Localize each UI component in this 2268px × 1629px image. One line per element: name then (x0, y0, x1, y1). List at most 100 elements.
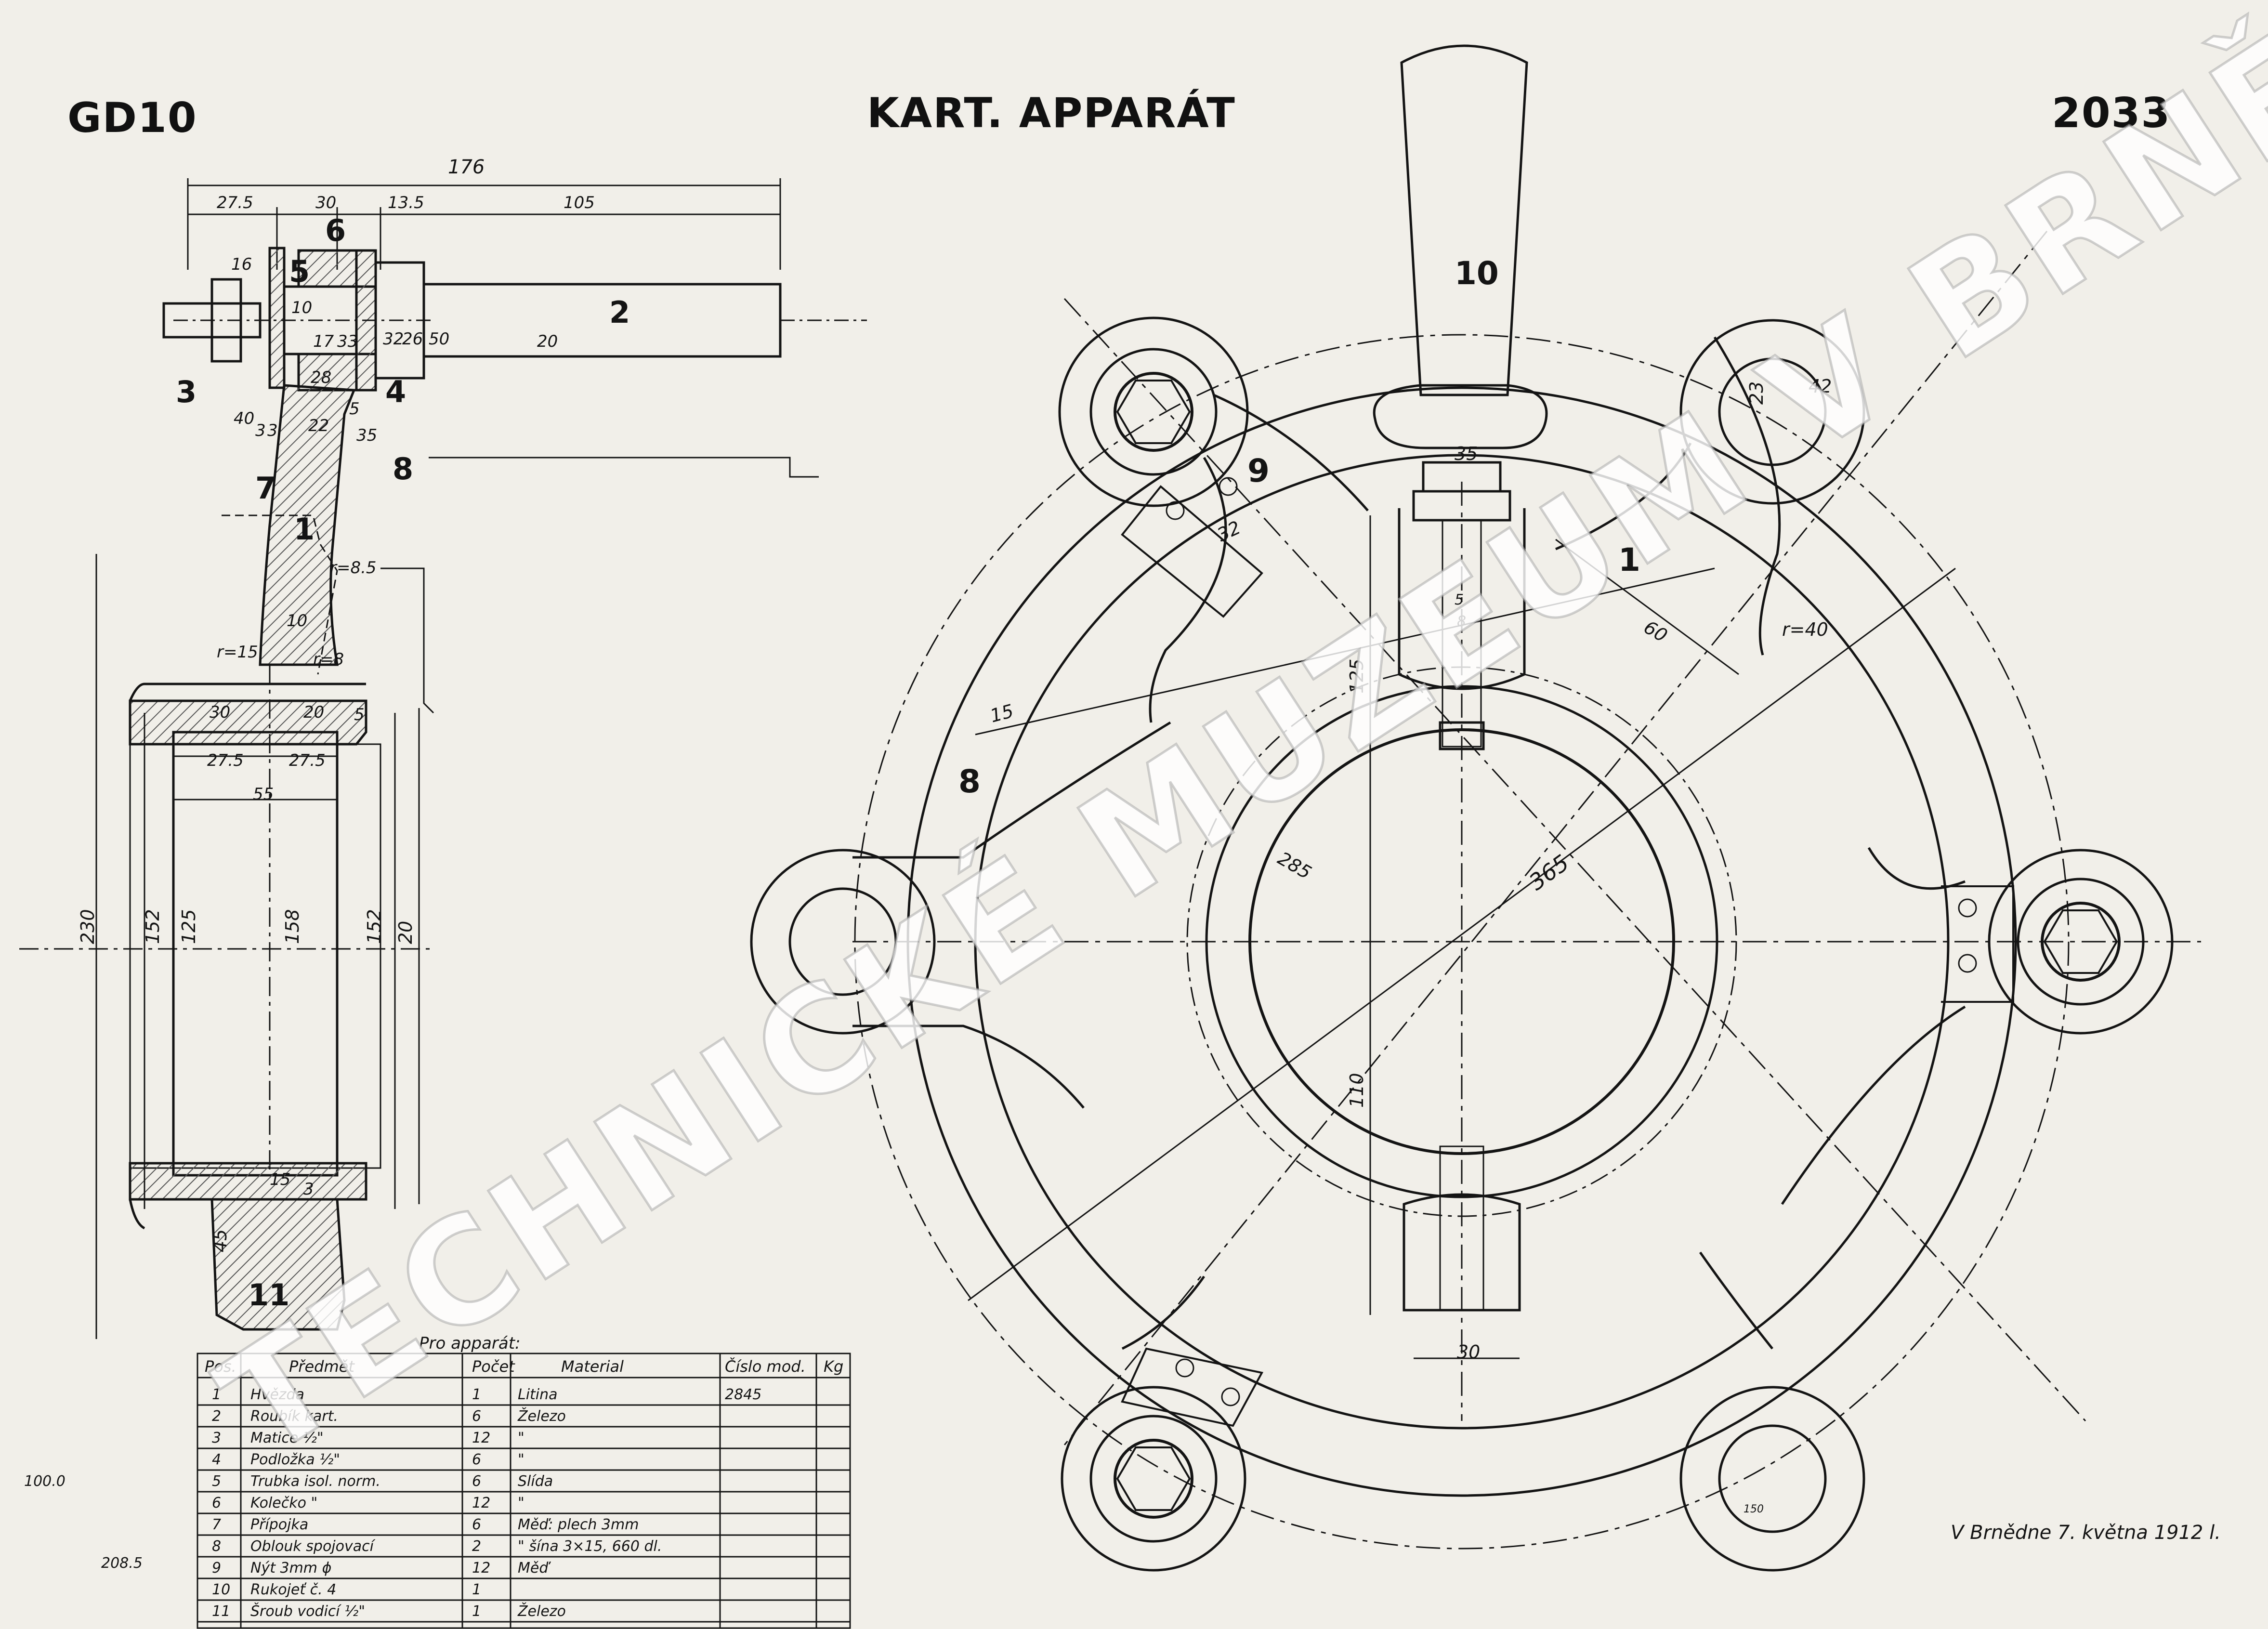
table-cell-item: Podložka ½" (250, 1451, 340, 1468)
dim-30b: 30 (210, 703, 230, 722)
dim-33: 33 (337, 332, 358, 351)
label-pos-7: 7 (255, 471, 276, 506)
dim-15: 15 (988, 700, 1016, 727)
table-cell-material: " šína 3×15, 660 dl. (518, 1538, 662, 1555)
dim-15: 15 (270, 1170, 290, 1189)
dim-28: 28 (311, 368, 331, 387)
dim-23: 23 (1746, 381, 1767, 405)
date-signature: V Brnědne 7. května 1912 l. (1951, 1522, 2221, 1544)
dim-16: 16 (231, 255, 252, 274)
table-cell-pos: 8 (212, 1538, 221, 1555)
dim-42: 42 (1809, 376, 1832, 397)
table-cell-count: 1 (472, 1581, 481, 1598)
dim-27-5c: 27.5 (289, 751, 326, 770)
dim-152b: 152 (364, 909, 385, 944)
drawing-code: GD10 (67, 94, 197, 142)
dim-125: 125 (178, 909, 199, 944)
dim-10: 10 (291, 298, 312, 317)
front-view-dimensions: 35 5 8 125 110 30 32 15 285 365 60 r=40 … (988, 376, 1832, 1515)
front-view (750, 44, 2201, 1572)
dim-r40: r=40 (1782, 619, 1828, 640)
table-cell-item: Oblouk spojovací (250, 1538, 376, 1555)
dim-125: 125 (1346, 658, 1367, 694)
table-row: 2 Roubík kart. 6 Železo (212, 1407, 566, 1425)
table-cell-count: 6 (472, 1408, 481, 1425)
dim-r8: r=8 (313, 650, 344, 669)
table-cell-count: 12 (472, 1495, 490, 1511)
table-cell-pos: 11 (212, 1603, 230, 1620)
table-header-cell: Předmět (289, 1357, 355, 1376)
table-cell-material: Železo (517, 1407, 566, 1425)
dim-10b: 10 (287, 611, 307, 631)
table-cell-item: Roubík kart. (250, 1408, 338, 1425)
dim-27-5b: 27.5 (207, 751, 244, 770)
dim-40: 40 (234, 409, 254, 428)
side-view-dimensions: 176 27.5 30 13.5 105 16 10 17 33 32 26 5… (77, 156, 595, 1252)
label-pos-1: 1 (294, 512, 315, 547)
table-cell-item: Přípojka (250, 1516, 308, 1533)
table-cell-item: Trubka isol. norm. (250, 1473, 380, 1490)
table-cell-material: Litina (518, 1386, 558, 1403)
table-cell-count: 12 (472, 1430, 490, 1446)
dim-5: 5 (349, 399, 360, 419)
dim-150: 150 (1744, 1503, 1764, 1515)
label-pos-8-front: 8 (958, 763, 981, 800)
side-view-position-labels: 2 3 4 5 6 7 8 1 11 (176, 213, 630, 1313)
dim-55: 55 (253, 785, 274, 804)
dim-30: 30 (315, 193, 336, 212)
dim-35: 35 (356, 426, 377, 445)
dim-32: 32 (383, 329, 404, 349)
table-cell-count: 1 (472, 1603, 481, 1620)
dim-285: 285 (1274, 848, 1315, 883)
label-pos-8: 8 (393, 451, 413, 486)
label-pos-3: 3 (176, 374, 197, 409)
dim-20b: 20 (303, 703, 324, 722)
dim-3b: 3 (267, 421, 278, 440)
dim-26: 26 (402, 329, 423, 349)
table-cell-count: 6 (472, 1516, 481, 1533)
table-cell-material: Měď (518, 1560, 551, 1576)
dim-105: 105 (564, 193, 595, 212)
dim-5b: 5 (354, 705, 365, 724)
table-cell-item: Hvězda (250, 1386, 304, 1403)
dim-176: 176 (448, 156, 485, 178)
drawing-number: 2033 (2052, 89, 2171, 137)
table-cell-item: Kolečko " (250, 1495, 317, 1511)
table-cell-material: " (518, 1430, 524, 1446)
parts-table-caption: Pro apparát: (419, 1334, 521, 1353)
dim-20c: 20 (395, 921, 416, 944)
dim-8: 8 (1457, 613, 1466, 630)
table-cell-pos: 10 (212, 1581, 230, 1598)
dim-20: 20 (537, 332, 558, 351)
table-cell-material: " (518, 1451, 524, 1468)
table-header-cell: Material (561, 1357, 624, 1376)
parts-table (197, 1353, 851, 1629)
table-cell-item: Šroub vodicí ½" (250, 1602, 365, 1620)
dim-50: 50 (429, 329, 449, 349)
table-cell-pos: 2 (212, 1408, 221, 1425)
dim-152: 152 (142, 909, 163, 944)
label-pos-9: 9 (1247, 452, 1270, 489)
margin-note: 208.5 (101, 1555, 143, 1572)
table-cell-material: Slída (518, 1473, 553, 1490)
dim-22: 22 (308, 416, 329, 435)
dim-30: 30 (1457, 1341, 1480, 1363)
dim-r8-5: r=8.5 (330, 558, 377, 578)
dim-17: 17 (313, 332, 334, 351)
dim-27-5: 27.5 (217, 193, 253, 212)
label-pos-2: 2 (609, 295, 630, 330)
label-pos-4: 4 (385, 374, 406, 409)
dim-158: 158 (282, 909, 303, 944)
